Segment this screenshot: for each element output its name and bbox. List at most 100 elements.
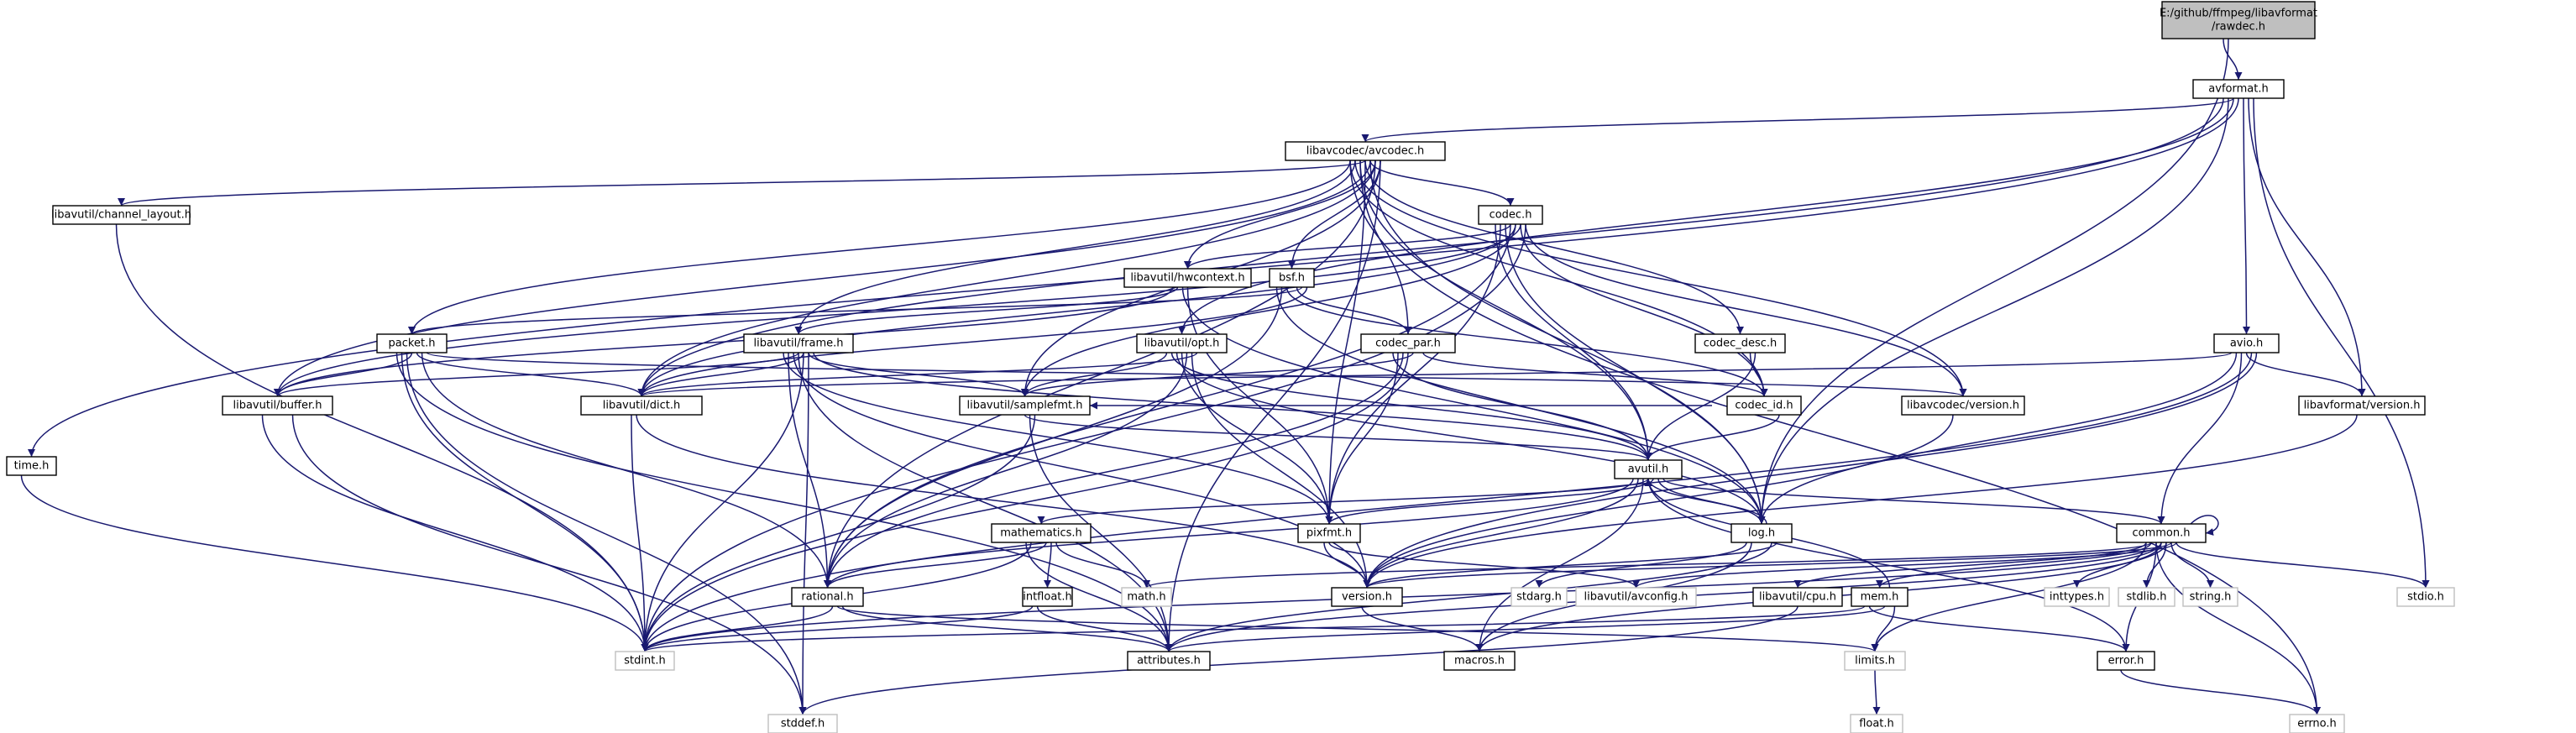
node-stdint: stdint.h — [615, 651, 675, 671]
edge-bsf-to-dict — [637, 286, 1308, 397]
node-label: codec_id.h — [1735, 400, 1793, 412]
node-stddef: stddef.h — [767, 714, 838, 733]
node-box — [1022, 587, 1073, 607]
edge-avformat-to-avio — [2242, 97, 2250, 335]
node-mem[interactable]: mem.h — [1851, 587, 1908, 607]
edge-avcodec-to-bsf — [1288, 160, 1381, 270]
edge-packet-to-stddef — [406, 352, 807, 715]
node-label: attributes.h — [1137, 655, 1201, 668]
node-label: time.h — [14, 460, 50, 473]
node-rawdec[interactable]: E:/github/ffmpeg/libavformat/rawdec.h — [2160, 1, 2317, 39]
node-cpu[interactable]: libavutil/cpu.h — [1752, 587, 1843, 607]
edge-avio-to-dict — [638, 352, 2233, 397]
node-avfversion[interactable]: libavformat/version.h — [2298, 395, 2426, 416]
edge-codec_par-to-rational — [824, 352, 1404, 589]
node-rational[interactable]: rational.h — [791, 587, 864, 607]
node-codec-id[interactable]: codec_id.h — [1726, 395, 1802, 416]
node-avcodec[interactable]: libavcodec/avcodec.h — [1285, 141, 1446, 161]
node-box — [1136, 333, 1228, 353]
node-codec-par[interactable]: codec_par.h — [1360, 333, 1456, 353]
node-common[interactable]: common.h — [2116, 523, 2207, 543]
node-packet[interactable]: packet.h — [376, 333, 448, 353]
node-avformat[interactable]: avformat.h — [2192, 79, 2285, 99]
edge-mem-to-attributes — [1165, 605, 1886, 652]
node-box — [1511, 587, 1568, 607]
node-label: libavutil/frame.h — [754, 338, 844, 350]
edge-avcodec-to-packet — [408, 160, 1351, 335]
edge-avcodec-to-frame — [794, 160, 1356, 335]
edge-mathematics-to-rational — [824, 542, 1047, 589]
node-box — [1331, 587, 1403, 607]
edge-common-to-string — [2170, 542, 2214, 589]
edge-avformat-to-stdio — [2253, 97, 2430, 589]
edge-avcodec-to-codec_id — [1349, 160, 1768, 397]
node-codec-desc[interactable]: codec_desc.h — [1694, 333, 1786, 353]
node-box — [222, 395, 333, 416]
node-avutil[interactable]: avutil.h — [1614, 459, 1683, 479]
node-intfloat[interactable]: intfloat.h — [1022, 587, 1073, 607]
node-box — [52, 205, 191, 225]
node-attributes[interactable]: attributes.h — [1127, 651, 1211, 671]
edge-channel_layout-to-stdint — [115, 223, 649, 652]
node-dict[interactable]: libavutil/dict.h — [580, 395, 703, 416]
node-frame[interactable]: libavutil/frame.h — [743, 333, 854, 353]
edge-mem-to-limits — [1871, 605, 1896, 652]
node-avio[interactable]: avio.h — [2213, 333, 2280, 353]
node-channel-layout[interactable]: libavutil/channel_layout.h — [51, 205, 191, 225]
node-math: math.h — [1121, 587, 1172, 607]
edge-bsf-to-codec_id — [1285, 286, 1768, 397]
node-version[interactable]: version.h — [1331, 587, 1403, 607]
node-box — [767, 714, 838, 733]
node-box — [615, 651, 675, 671]
edge-hwcontext-to-buffer — [274, 286, 1174, 397]
node-box — [1730, 523, 1793, 543]
node-label: mathematics.h — [1000, 527, 1082, 540]
node-time[interactable]: time.h — [6, 456, 57, 476]
node-opt[interactable]: libavutil/opt.h — [1136, 333, 1228, 353]
node-box — [1614, 459, 1683, 479]
edge-avutil-to-pixfmt — [1325, 478, 1654, 525]
node-string: string.h — [2182, 587, 2238, 607]
node-mathematics[interactable]: mathematics.h — [991, 523, 1092, 543]
node-bsf[interactable]: bsf.h — [1269, 268, 1315, 288]
node-box — [1121, 587, 1172, 607]
edge-dict-to-stdint — [631, 414, 649, 652]
node-box — [1285, 141, 1446, 161]
edge-rational-to-limits — [836, 605, 1879, 652]
edge-avformat-to-avfversion — [2248, 97, 2366, 397]
node-label: libavutil/dict.h — [603, 400, 681, 412]
edge-intfloat-to-attributes — [1036, 605, 1173, 652]
edge-codec-to-log — [1505, 223, 1766, 525]
edge-opt-to-samplefmt — [1021, 352, 1168, 397]
node-macros[interactable]: macros.h — [1443, 651, 1516, 671]
node-label: packet.h — [389, 338, 436, 350]
edge-codec_desc-to-codec_id — [1749, 352, 1768, 397]
node-stdlib: stdlib.h — [2118, 587, 2175, 607]
node-label: codec.h — [1490, 209, 1532, 222]
node-box — [2116, 523, 2207, 543]
edge-dict-to-version — [636, 414, 1371, 589]
node-hwcontext[interactable]: libavutil/hwcontext.h — [1123, 268, 1252, 288]
edge-avformat-to-avcodec — [1361, 97, 2234, 143]
node-avconfig: libavutil/avconfig.h — [1575, 587, 1697, 607]
node-label: avutil.h — [1628, 463, 1669, 476]
edge-avio-to-version — [1363, 352, 2258, 589]
edge-avutil-to-rational — [824, 478, 1634, 589]
node-avcversion[interactable]: libavcodec/version.h — [1901, 395, 2025, 416]
edge-samplefmt-to-attributes — [1029, 414, 1173, 652]
node-stdarg: stdarg.h — [1511, 587, 1568, 607]
node-label: stdarg.h — [1516, 591, 1562, 604]
node-codec[interactable]: codec.h — [1478, 205, 1543, 225]
edge-mem-to-stdint — [641, 605, 1866, 652]
node-log[interactable]: log.h — [1730, 523, 1793, 543]
node-samplefmt[interactable]: libavutil/samplefmt.h — [959, 395, 1091, 416]
node-label: libavcodec/version.h — [1907, 400, 2019, 412]
node-pixfmt[interactable]: pixfmt.h — [1297, 523, 1361, 543]
node-error[interactable]: error.h — [2097, 651, 2155, 671]
node-buffer[interactable]: libavutil/buffer.h — [222, 395, 333, 416]
edge-rawdec-to-avformat — [2223, 38, 2243, 81]
edge-frame-to-stddef — [798, 352, 809, 715]
node-box — [2289, 714, 2345, 733]
node-label: rational.h — [801, 591, 853, 604]
edge-rational-to-attributes — [841, 605, 1173, 652]
